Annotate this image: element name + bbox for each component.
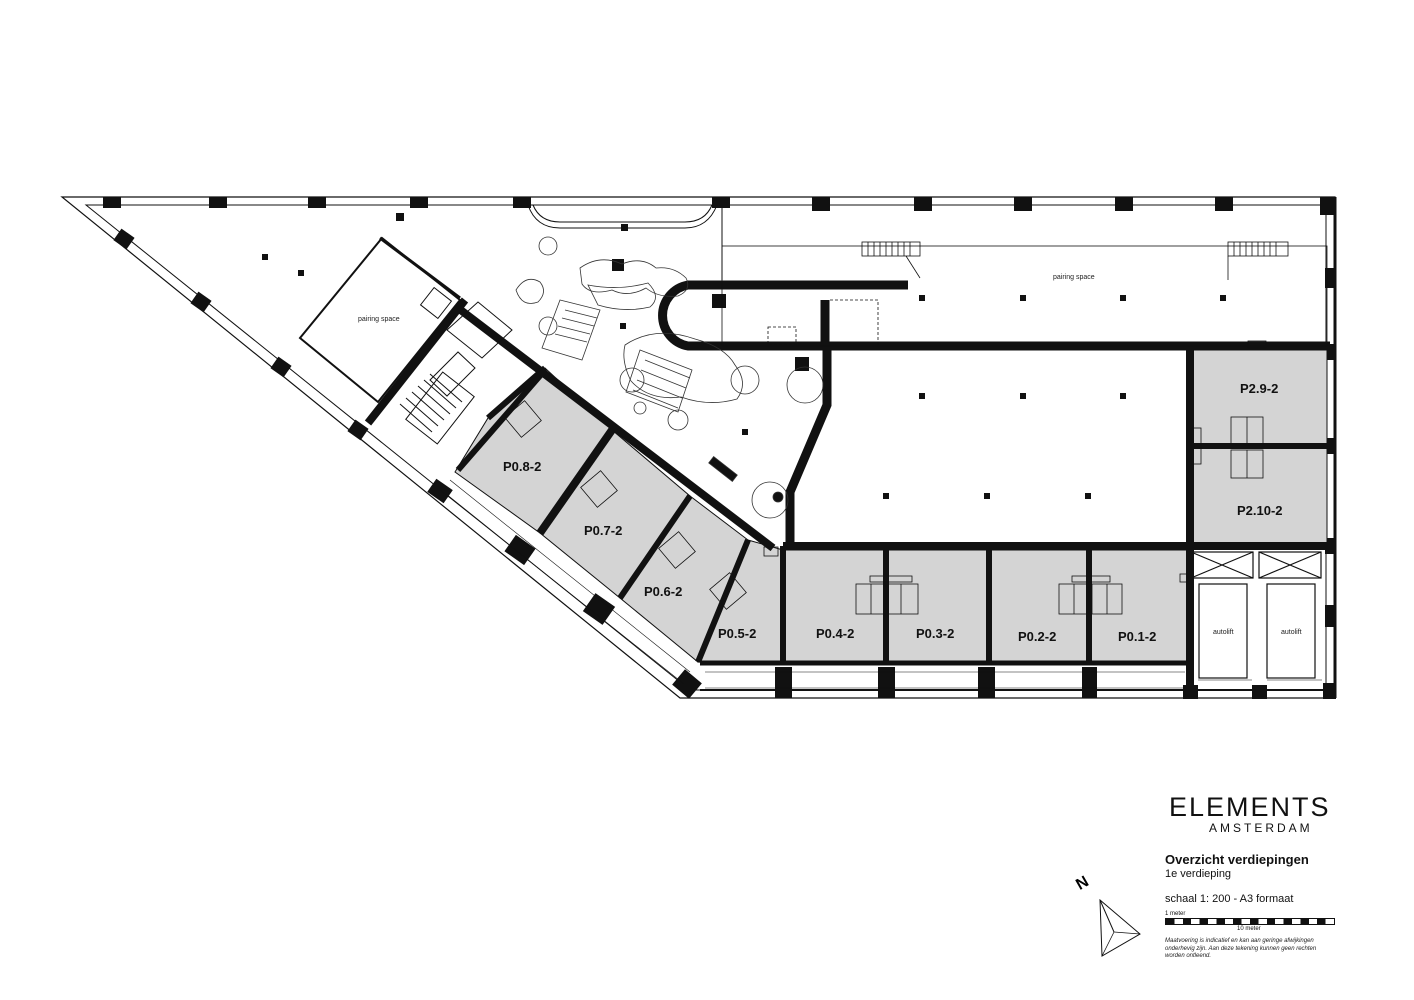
pairing-space-top-label: pairing space [1053,274,1095,281]
unit-label-p04: P0.4-2 [816,626,854,641]
pairing-space-left-box [298,236,462,404]
scalebar-top-label: 1 meter [1165,911,1186,917]
floor-subtitle: 1e verdieping [1165,868,1232,880]
unit-labels: P0.8-2 P0.7-2 P0.6-2 P0.5-2 P0.4-2 P0.3-… [358,274,1302,644]
unit-label-p02: P0.2-2 [1018,629,1056,644]
unit-label-p06: P0.6-2 [644,584,682,599]
north-arrow-label: N [1073,873,1092,894]
brand-logo: ELEMENTS [1169,792,1331,822]
unit-stairs [504,340,1267,615]
parking-ramps [527,204,1289,346]
unit-label-p05: P0.5-2 [718,626,756,641]
title-block: ELEMENTS AMSTERDAM Overzicht verdiepinge… [1165,792,1395,961]
interior-columns [262,213,1226,499]
unit-label-p29: P2.9-2 [1240,381,1278,396]
scale-text: schaal 1: 200 - A3 formaat [1165,893,1294,905]
scalebar-bottom-label: 10 meter [1237,926,1261,932]
autolift-label-1: autolift [1213,629,1234,636]
scalebar [1165,918,1335,925]
autolift-label-2: autolift [1281,629,1302,636]
pairing-space-left-label: pairing space [358,316,400,323]
bottom-glazing [439,479,1322,689]
north-arrow: N [1073,873,1141,957]
autolift-shafts [1190,551,1322,679]
unit-label-p07: P0.7-2 [584,523,622,538]
unit-label-p01: P0.1-2 [1118,629,1156,644]
unit-areas [454,349,1328,663]
unit-label-p08: P0.8-2 [503,459,541,474]
courtyard-garden [515,236,824,519]
unit-label-p210: P2.10-2 [1237,503,1283,518]
brand-subtitle: AMSTERDAM [1209,821,1313,835]
disclaimer-text: Maatvoering is indicatief en kan aan ger… [1165,938,1317,959]
facade-columns [103,197,1336,699]
unit-label-p03: P0.3-2 [916,626,954,641]
stair-core [399,286,513,445]
drawing-title: Overzicht verdiepingen [1165,852,1309,867]
pairing-space-top-area [721,205,1328,347]
